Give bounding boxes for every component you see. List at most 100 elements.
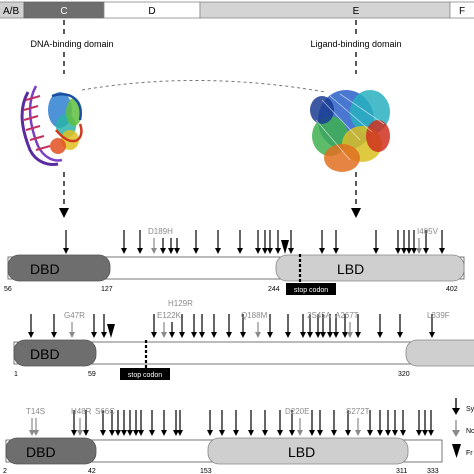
segment-c-label: C	[60, 6, 67, 17]
row-3-mutation-arrow-icon	[177, 430, 183, 436]
row-2-mutation-e122k: E122K	[157, 311, 182, 320]
row-2-number-1: 1	[14, 371, 18, 378]
row-3-mutation-arrow-icon	[33, 430, 39, 436]
row-3-mutation-arrow-icon	[219, 430, 225, 436]
row-2-mutation-g47r: G47R	[64, 311, 85, 320]
segment-f-label: F	[459, 6, 465, 17]
row-2-mutation-arrow-icon	[333, 332, 339, 338]
row-2-mutation-arrow-icon	[355, 332, 361, 338]
ligand-binding-structure-image	[310, 90, 390, 172]
legend-nonsynonymous-label: No	[466, 428, 474, 435]
row-3-number-153: 153	[200, 468, 212, 474]
row-2-mutation-arrow-icon	[285, 332, 291, 338]
row-3-mutation-arrow-icon	[248, 430, 254, 436]
row-2-mutation-arrow-icon	[91, 332, 97, 338]
row-2-mutation-arrow-icon	[320, 332, 326, 338]
row-2-stop-codon-label: stop codon	[128, 372, 162, 379]
segment-ab-label: A/B	[3, 6, 19, 17]
row-2: DBD stop codon 1 59 320 G47R H129R E122K…	[13, 299, 474, 380]
row-3-mutation-s66c: S66C	[95, 407, 115, 416]
row-3-number-42: 42	[88, 468, 96, 474]
row-1-mutation-arrow-icon	[319, 248, 325, 254]
row-2-mutation-arrow-icon	[377, 332, 383, 338]
row-1-mutation-arrow-icon	[193, 248, 199, 254]
structure-pointers	[63, 20, 357, 36]
row-1-stop-codon-label: stop codon	[294, 287, 328, 294]
legend-frameshift-label: Fr	[466, 450, 473, 457]
row-3-mutation-arrow-icon	[422, 430, 428, 436]
row-3-mutation-arrow-icon	[289, 430, 295, 436]
row-1-mutation-arrow-icon	[288, 248, 294, 254]
row-2-mutation-arrow-icon	[315, 332, 321, 338]
row-1-number-127: 127	[101, 286, 113, 293]
row-2-lbd-box	[405, 339, 474, 367]
row-1-mutation-d189h: D189H	[148, 227, 173, 236]
row-1: DBD LBD stop codon 56 127 244 402 D189H …	[4, 227, 465, 295]
row-1-mutation-arrow-icon	[121, 248, 127, 254]
row-1-number-244: 244	[268, 286, 280, 293]
row-3-lbd-box	[207, 437, 409, 465]
ligand-binding-domain-label: Ligand-binding domain	[310, 39, 401, 49]
row-3-mutation-arrow-icon	[233, 430, 239, 436]
row-2-mutation-arrow-icon	[397, 332, 403, 338]
row-1-mutation-arrow-icon	[333, 248, 339, 254]
row-3-mutation-arrow-icon	[138, 430, 144, 436]
row-2-mutation-arrow-icon	[429, 332, 435, 338]
row-3-mutation-arrow-icon	[115, 430, 121, 436]
row-3-mutation-arrow-icon	[317, 430, 323, 436]
lbd-pointer-arrowhead	[351, 208, 361, 218]
row-3-mutation-arrow-icon	[149, 430, 155, 436]
row-3-mutation-arrow-icon	[77, 430, 83, 436]
row-2-mutation-arrow-icon	[161, 332, 167, 338]
structure-to-row-pointers	[63, 172, 357, 208]
row-2-mutation-arrow-icon	[327, 332, 333, 338]
row-1-mutation-arrow-icon	[63, 248, 69, 254]
row-2-mutation-arrow-icon	[51, 332, 57, 338]
row-1-mutation-arrow-icon	[275, 248, 281, 254]
row-2-mutation-arrow-icon	[169, 332, 175, 338]
row-2-mutation-arrow-icon	[347, 332, 353, 338]
row-2-mutation-a267t: A267T	[335, 311, 359, 320]
row-1-mutation-arrow-icon	[406, 248, 412, 254]
legend-nonsynonymous-arrow-icon	[452, 430, 460, 437]
dna-binding-domain-label: DNA-binding domain	[30, 39, 113, 49]
row-2-mutation-arrow-icon	[342, 332, 348, 338]
row-2-mutation-arrow-icon	[226, 332, 232, 338]
row-3-mutation-arrow-icon	[331, 430, 337, 436]
domain-bar: A/B C D E F	[0, 1, 474, 19]
row-2-mutation-arrow-icon	[211, 332, 217, 338]
row-3-mutation-arrow-icon	[416, 430, 422, 436]
row-1-mutation-arrow-icon	[174, 248, 180, 254]
row-3-mutation-arrow-icon	[428, 430, 434, 436]
row-1-mutation-arrow-icon	[267, 248, 273, 254]
row-2-mutation-h129r: H129R	[168, 299, 193, 308]
row-2-mutation-arrow-icon	[28, 332, 34, 338]
row-2-mutation-2s45a: 2S45A	[307, 311, 332, 320]
row-1-frameshift-triangle-icon	[281, 240, 289, 254]
row-1-mutation-arrow-icon	[416, 248, 422, 254]
row-3-mutation-t14s: T14S	[26, 407, 45, 416]
row-3-mutation-arrow-icon	[207, 430, 213, 436]
row-3-mutation-arrow-icon	[161, 430, 167, 436]
row-3-mutation-arrow-icon	[29, 430, 35, 436]
row-3-dbd-label: DBD	[26, 444, 56, 460]
row-3-mutation-h48r: H48R	[71, 407, 92, 416]
row-1-mutation-arrow-icon	[237, 248, 243, 254]
linker-curve	[81, 80, 326, 93]
row-1-mutation-arrow-icon	[401, 248, 407, 254]
row-1-mutation-arrow-icon	[255, 248, 261, 254]
row-3-mutation-arrow-icon	[262, 430, 268, 436]
legend: Sy No Fr	[452, 398, 474, 458]
row-1-mutation-arrow-icon	[411, 248, 417, 254]
row-1-mutation-arrow-icon	[215, 248, 221, 254]
row-3-lbd-label: LBD	[288, 444, 315, 460]
row-1-mutation-arrow-icon	[168, 248, 174, 254]
row-1-mutation-arrow-icon	[395, 248, 401, 254]
row-2-mutation-arrow-icon	[255, 332, 261, 338]
row-2-mutation-arrow-icon	[240, 332, 246, 338]
row-3-mutation-arrow-icon	[367, 430, 373, 436]
row-3-mutation-arrow-icon	[173, 430, 179, 436]
row-1-mutation-arrow-icon	[137, 248, 143, 254]
row-3-mutation-arrows	[29, 410, 434, 436]
